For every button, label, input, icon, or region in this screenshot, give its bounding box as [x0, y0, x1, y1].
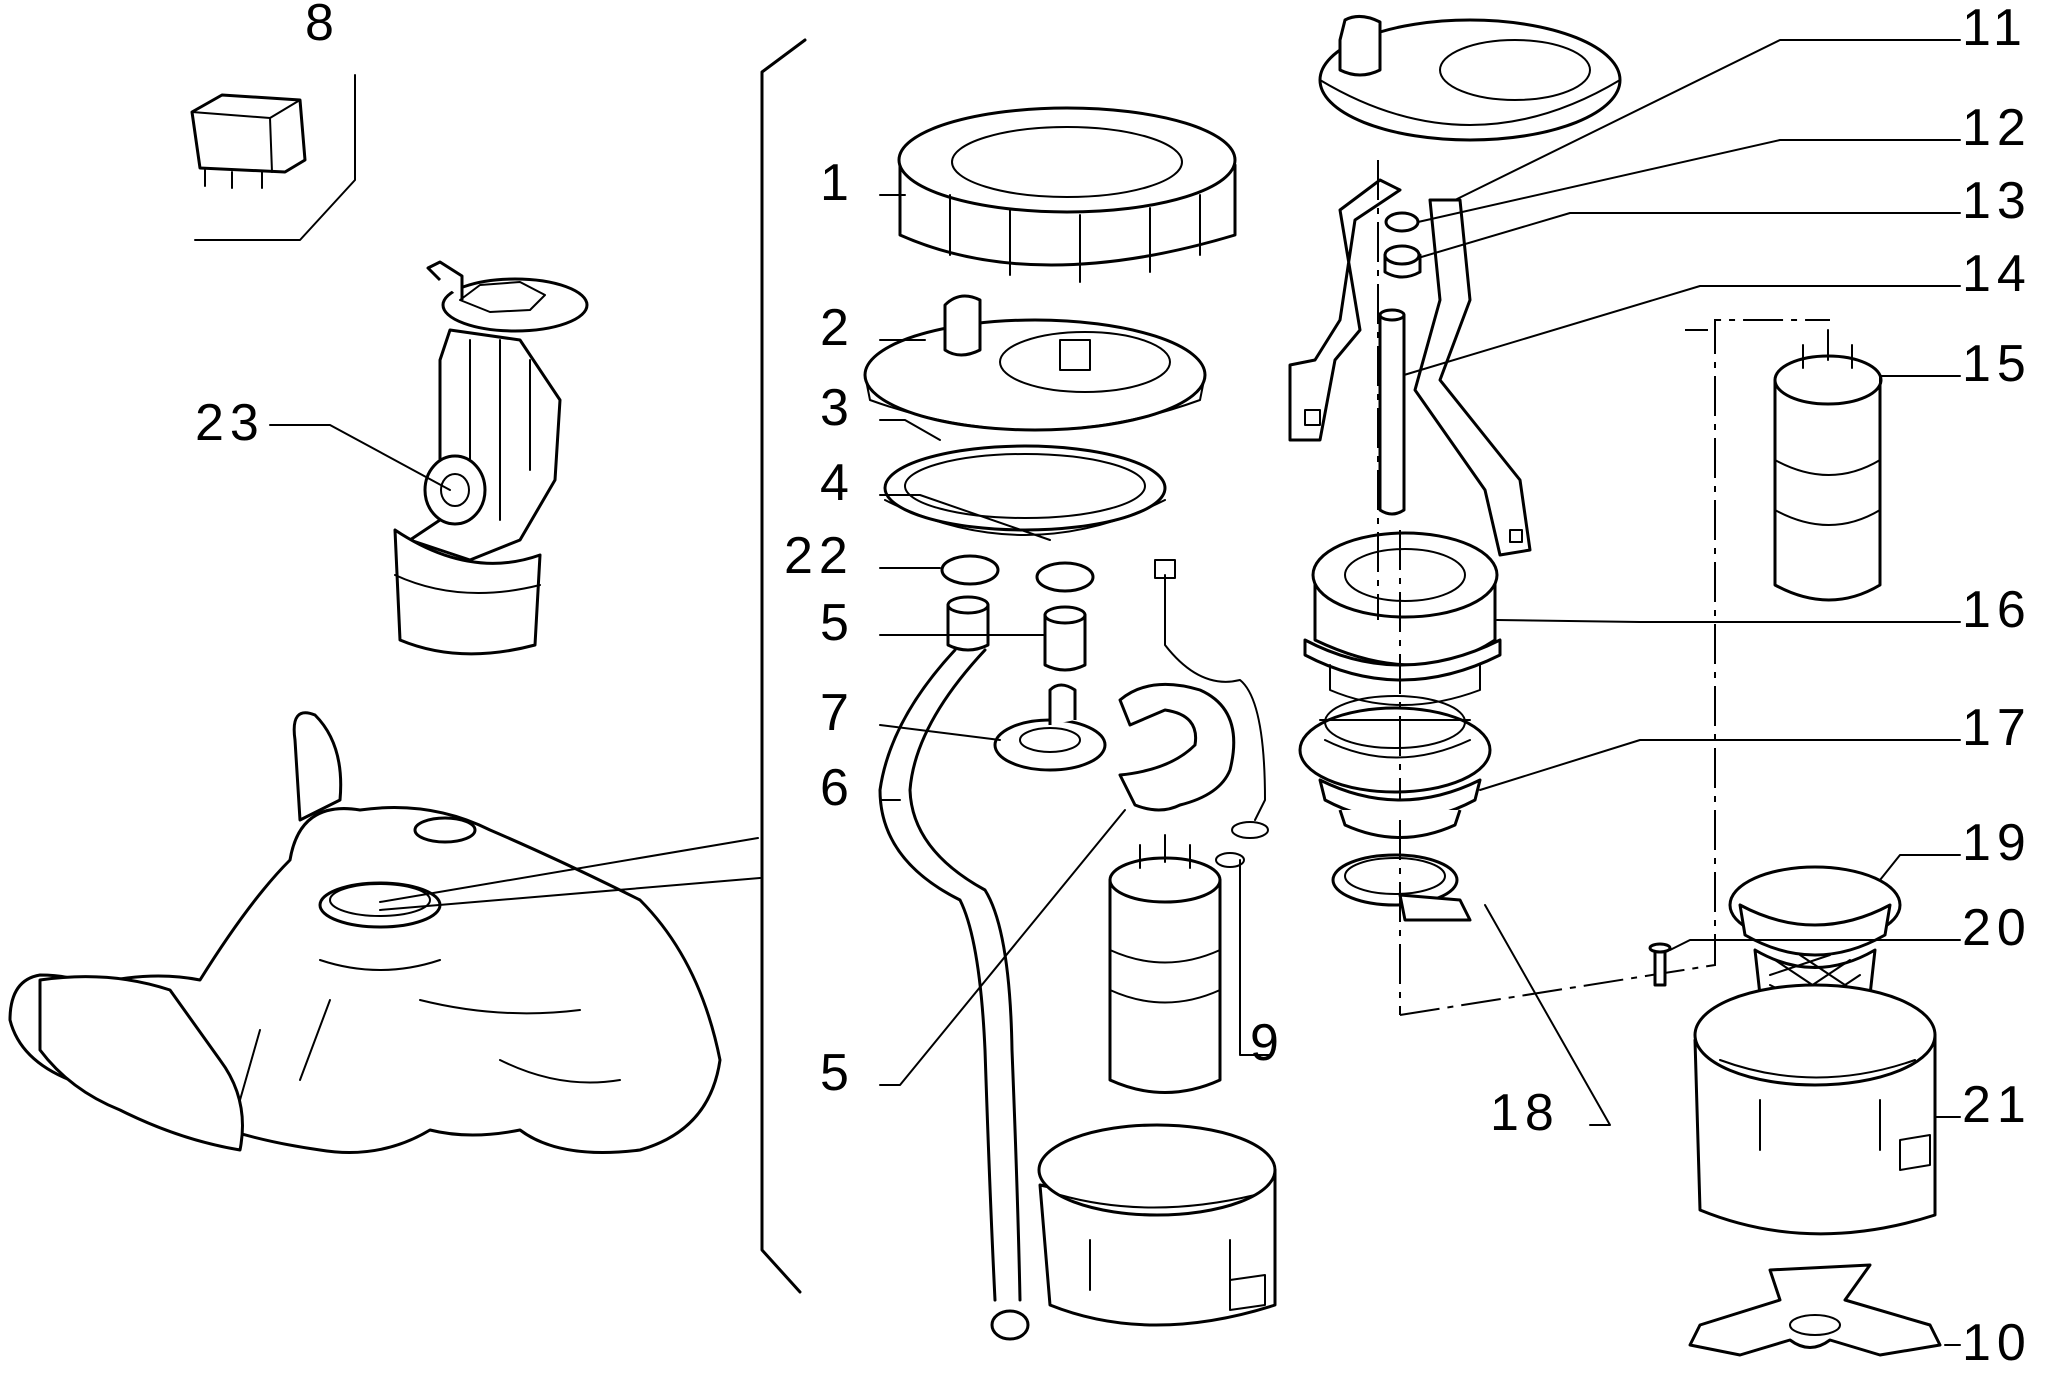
- part-hose-sleeves: [946, 595, 1087, 672]
- callout-13: 13: [1962, 172, 2032, 230]
- part-screw: [1648, 942, 1672, 987]
- part-hose-clamps: [940, 554, 1095, 593]
- part-fuel-tank: [8, 711, 761, 1154]
- callout-8: 8: [305, 0, 340, 52]
- callout-5-upper: 5: [820, 594, 855, 652]
- callout-20: 20: [1962, 899, 2032, 957]
- part-base-plate: [1688, 1263, 1942, 1357]
- callout-17: 17: [1962, 699, 2032, 757]
- callout-23: 23: [195, 394, 265, 452]
- callout-10: 10: [1962, 1314, 2032, 1372]
- callout-2: 2: [820, 299, 855, 357]
- part-reservoir-cover: [1303, 531, 1502, 706]
- callout-16: 16: [1962, 581, 2032, 639]
- callout-1: 1: [820, 154, 855, 212]
- group-separator-bracket: [760, 38, 807, 1294]
- callout-22: 22: [784, 527, 854, 585]
- callout-15: 15: [1962, 335, 2032, 393]
- part-seal-ring: [883, 444, 1167, 532]
- callout-3: 3: [820, 379, 855, 437]
- part-return-hose: [1118, 682, 1236, 812]
- part-flange: [863, 294, 1207, 432]
- leader-lines: [269, 39, 1961, 1346]
- part-o-ring: [884, 499, 1166, 536]
- part-relay: [190, 74, 356, 241]
- part-stem-tube: [1378, 308, 1406, 516]
- part-electric-pump-spare: [1773, 329, 1883, 602]
- part-electric-pump: [1108, 821, 1269, 1094]
- callout-9: 9: [1250, 1014, 1285, 1072]
- part-filter-housing: [1298, 695, 1492, 839]
- part-hose-elbow: [993, 683, 1107, 772]
- part-ring-nut: [897, 106, 1237, 283]
- callout-labels: 1 2 3 4 22 5 7 6 5 8 23 9 11 12 13 14 15…: [195, 0, 2032, 1372]
- callout-11: 11: [1962, 0, 2028, 57]
- part-fuel-hose: [878, 648, 1030, 1341]
- part-wiring: [1154, 559, 1266, 821]
- callout-18: 18: [1490, 1084, 1560, 1142]
- part-pump-cup: [1037, 1123, 1277, 1327]
- part-pump-cup-spare: [1693, 983, 1937, 1236]
- callout-14: 14: [1962, 245, 2032, 303]
- part-sender-flange: [1318, 15, 1622, 142]
- part-washer: [1384, 211, 1420, 233]
- callout-5-lower: 5: [820, 1044, 855, 1102]
- callout-19: 19: [1962, 814, 2032, 872]
- part-hose-clip: [1331, 853, 1472, 922]
- part-float-bracket: [1288, 178, 1532, 557]
- callout-21: 21: [1962, 1076, 2032, 1134]
- assembly-guide-lines: [1377, 160, 1830, 1016]
- callout-6: 6: [820, 759, 855, 817]
- callout-4: 4: [820, 454, 855, 512]
- part-pump-assembly: [393, 260, 589, 656]
- callout-7: 7: [820, 684, 855, 742]
- part-nut: [1383, 244, 1422, 279]
- callout-12: 12: [1962, 99, 2032, 157]
